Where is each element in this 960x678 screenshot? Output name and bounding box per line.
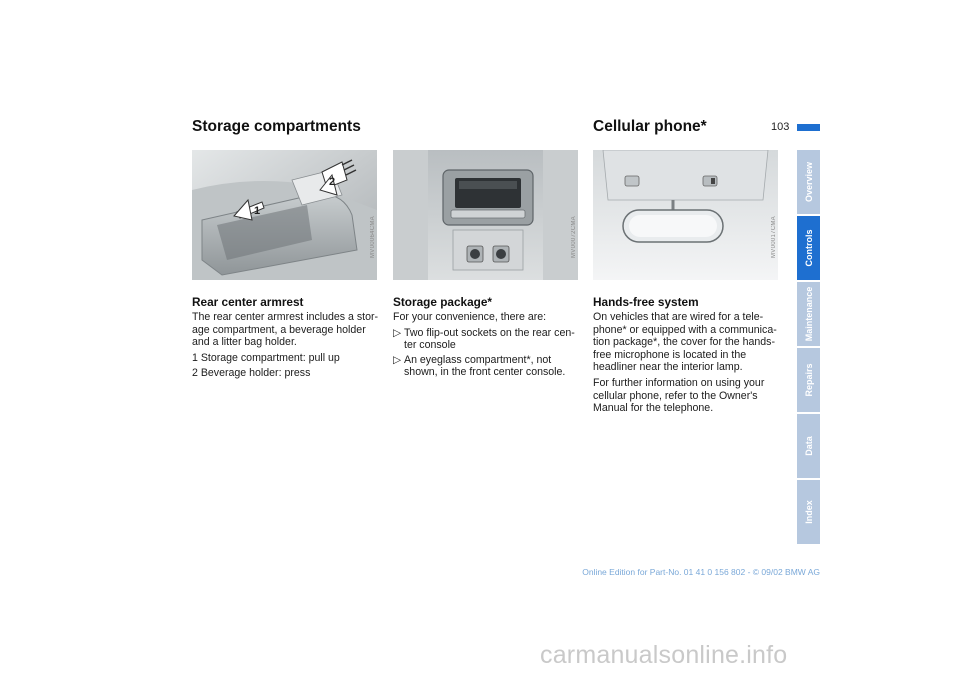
list-item: 1 Storage compartment: pull up <box>192 351 340 364</box>
tab-index[interactable]: Index <box>797 480 820 544</box>
tab-label: Maintenance <box>803 286 814 342</box>
section-hands-free: Hands-free system On vehicles that are w… <box>593 295 785 418</box>
section-heading: Hands-free system <box>593 295 699 309</box>
storage-console-photo <box>393 150 578 280</box>
rear-armrest-photo: 1 2 <box>192 150 377 280</box>
tab-repairs[interactable]: Repairs <box>797 348 820 412</box>
callout-1-label: 1 <box>254 205 260 217</box>
footer-edition-note: Online Edition for Part-No. 01 41 0 156 … <box>582 567 820 577</box>
section-heading: Storage package* <box>393 295 493 309</box>
chapter-tabs: Overview Controls Maintenance Repairs Da… <box>797 150 820 546</box>
tab-overview[interactable]: Overview <box>797 150 820 214</box>
list-item-text: Two flip-out sockets on the rear cen-ter… <box>404 326 575 352</box>
section-heading: Rear center armrest <box>192 295 304 309</box>
callout-2: 2 <box>319 159 357 196</box>
figure-code: MV00072CMA <box>571 215 577 258</box>
socket-icon <box>466 245 510 263</box>
tab-label: Index <box>803 500 814 524</box>
list-item-text: An eyeglass compartment*, not shown, in … <box>404 353 566 379</box>
page-number-marker <box>797 124 820 131</box>
headliner-mirror-photo <box>593 150 778 280</box>
tab-maintenance[interactable]: Maintenance <box>797 282 820 346</box>
callout-2-label: 2 <box>329 176 335 188</box>
figure-storage-console: MV00072CMA <box>393 150 578 280</box>
bullet-arrow-icon: ▷ <box>393 353 402 366</box>
figure-rear-armrest: 1 2 MV00064CMA <box>192 150 377 280</box>
section-body: The rear center armrest includes a stor-… <box>192 311 379 349</box>
list-item: ▷ Two flip-out sockets on the rear cen-t… <box>393 327 585 352</box>
tab-data[interactable]: Data <box>797 414 820 478</box>
section-storage-package: Storage package* For your convenience, t… <box>393 295 585 381</box>
figure-code: MV00064CMA <box>370 215 376 258</box>
tab-label: Overview <box>803 161 814 203</box>
figure-code: MV00017CMA <box>771 215 777 258</box>
watermark: carmanualsonline.info <box>540 641 788 669</box>
tab-label: Controls <box>803 229 814 267</box>
page-title-right: Cellular phone* <box>593 118 707 135</box>
section-paragraph: On vehicles that are wired for a tele-ph… <box>593 311 777 374</box>
tab-label: Repairs <box>803 363 814 397</box>
page-number: 103 <box>771 121 790 133</box>
bullet-arrow-icon: ▷ <box>393 326 402 339</box>
tab-label: Data <box>803 436 814 456</box>
section-intro: For your convenience, there are: <box>393 311 547 323</box>
callout-1: 1 <box>233 198 265 221</box>
list-item: 2 Beverage holder: press <box>192 367 311 380</box>
tab-controls[interactable]: Controls <box>797 216 820 280</box>
section-paragraph: For further information on using your ce… <box>593 376 765 415</box>
figure-headliner-mirror: MV00017CMA <box>593 150 778 280</box>
page-title-left: Storage compartments <box>192 118 361 135</box>
list-item: ▷ An eyeglass compartment*, not shown, i… <box>393 354 585 379</box>
section-rear-armrest: Rear center armrest The rear center armr… <box>192 295 384 383</box>
